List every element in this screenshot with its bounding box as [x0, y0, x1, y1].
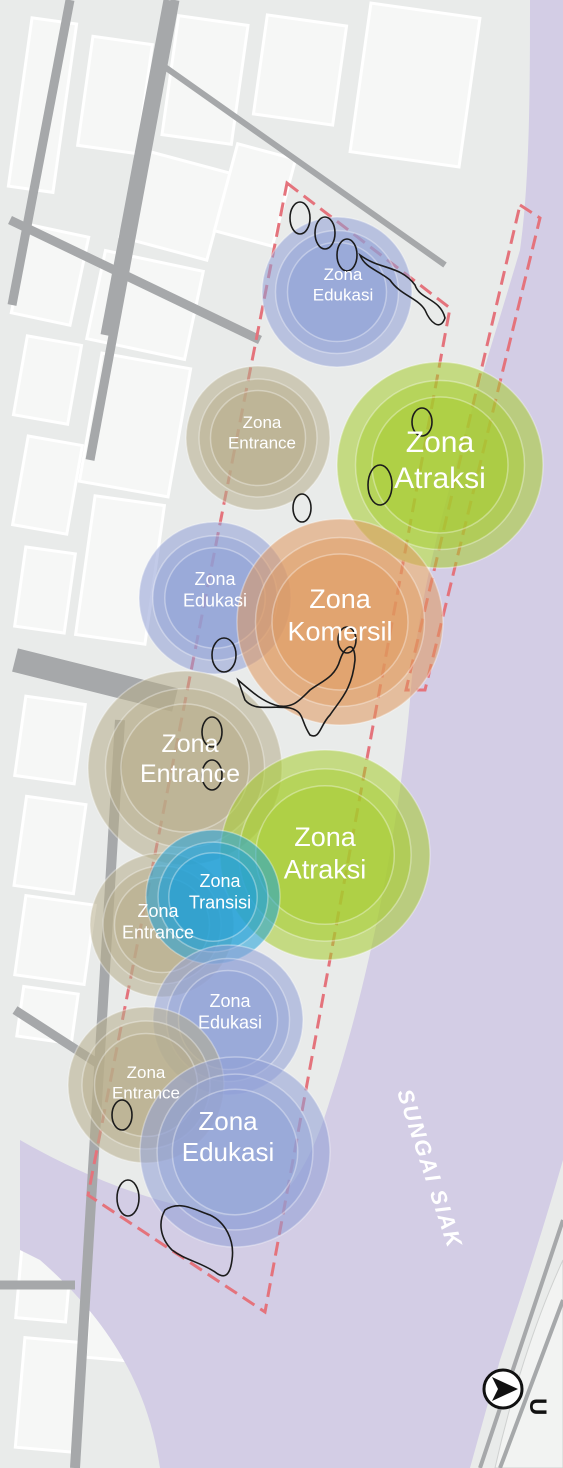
zone-edukasi-3-label-line-1: Zona [209, 991, 251, 1011]
zone-entrance-2-ring-3 [120, 703, 250, 833]
zone-edukasi-1-label-line-1: Zona [324, 265, 363, 284]
zone-atraksi-2-circle [219, 749, 431, 961]
zone-edukasi-1-ring-2 [274, 229, 400, 355]
zone-entrance-1-ring-1 [185, 365, 331, 511]
zone-entrance-4-label-line-2: Entrance [112, 1083, 180, 1102]
east-bank [494, 1259, 563, 1468]
zone-komersil-ring-2 [254, 536, 426, 708]
zone-edukasi-1-circle [261, 216, 413, 368]
zone-atraksi-1-ring-2 [354, 379, 526, 551]
footprint-outlines [111, 201, 446, 1277]
zone-edukasi-2-label-line-2: Edukasi [183, 591, 247, 611]
zone-komersil-ring-1 [236, 518, 444, 726]
zone-entrance-2-label-line-1: Zona [162, 730, 219, 758]
zone-entrance-3-label-line-1: Zona [137, 901, 179, 921]
zone-komersil-label-line-1: Zona [309, 584, 372, 614]
zone-edukasi-3-label-line-2: Edukasi [198, 1013, 262, 1033]
zone-edukasi-4-circle [139, 1056, 331, 1248]
zone-atraksi-1-ring-1 [336, 361, 544, 569]
zone-komersil-label-line-2: Komersil [287, 616, 392, 646]
zone-entrance-1-label-line-2: Entrance [228, 433, 296, 452]
zone-transisi-circle [145, 829, 281, 965]
zone-entrance-1-ring-3 [209, 389, 307, 487]
zone-atraksi-1-circle [336, 361, 544, 569]
zone-atraksi-1-label-line-1: Zona [406, 426, 475, 459]
zone-edukasi-4-ring-2 [156, 1073, 314, 1231]
zone-transisi-label-line-1: Zona [199, 871, 241, 891]
zone-entrance-4-label-line-1: Zona [127, 1063, 166, 1082]
zone-entrance-1-label-line-1: Zona [243, 413, 282, 432]
zone-entrance-1-circle [185, 365, 331, 511]
north-arrow-letter: U [524, 1398, 551, 1415]
north-arrow: U [482, 1368, 551, 1415]
zone-komersil-circle [236, 518, 444, 726]
zone-atraksi-1-label-line-2: Atraksi [394, 462, 486, 495]
zone-edukasi-4-ring-3 [171, 1088, 299, 1216]
zone-edukasi-1-ring-3 [286, 241, 388, 343]
zone-entrance-2-label-line-2: Entrance [140, 760, 240, 788]
zone-edukasi-2-label-line-1: Zona [194, 569, 236, 589]
zone-atraksi-2-label-line-2: Atraksi [284, 854, 367, 884]
zone-edukasi-1-ring-1 [261, 216, 413, 368]
zone-transisi-ring-3 [168, 852, 258, 942]
zone-atraksi-1-ring-3 [371, 396, 509, 534]
zone-komersil-ring-3 [271, 553, 409, 691]
zone-entrance-3-label-line-2: Entrance [122, 923, 194, 943]
river-sungai-siak [20, 0, 563, 1468]
zone-edukasi-4-label-line-1: Zona [198, 1106, 258, 1136]
zone-edukasi-1-label-line-2: Edukasi [313, 285, 373, 304]
zone-entrance-1-ring-2 [198, 378, 318, 498]
north-arrow-pointer-icon [492, 1377, 518, 1401]
zone-layer [67, 216, 544, 1248]
zone-atraksi-2-label-line-1: Zona [294, 822, 357, 852]
zone-edukasi-4-ring-1 [139, 1056, 331, 1248]
zone-edukasi-4-label-line-2: Edukasi [182, 1137, 275, 1167]
zone-transisi-label-line-2: Transisi [189, 893, 251, 913]
